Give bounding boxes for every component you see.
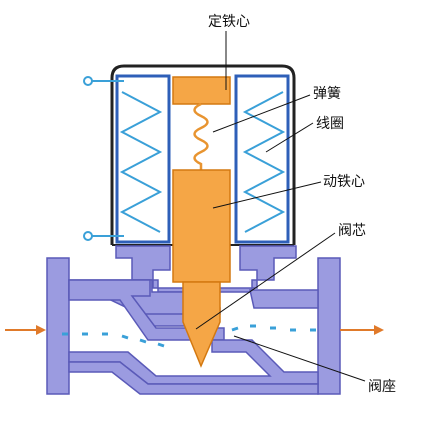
- valve-core: [182, 281, 221, 368]
- label-spring: 弹簧: [313, 86, 341, 102]
- fixed-iron-core: [172, 76, 231, 105]
- label-coil: 线圈: [316, 116, 344, 132]
- flow-inlet-arrow: [5, 325, 46, 335]
- coil-right: [234, 74, 290, 244]
- label-valve-core: 阀芯: [338, 223, 366, 239]
- moving-iron-core: [172, 169, 231, 283]
- flow-path-dashes: [62, 324, 316, 348]
- spring: [193, 102, 209, 170]
- label-fixed-iron-core: 定铁心: [208, 14, 250, 30]
- leader-lines: [195, 31, 366, 382]
- flow-outlet-arrow: [340, 325, 384, 335]
- label-valve-seat: 阀座: [368, 379, 396, 395]
- coil-left: [115, 74, 171, 244]
- coil-terminals: [83, 76, 124, 241]
- label-moving-iron-core: 动铁心: [323, 174, 365, 190]
